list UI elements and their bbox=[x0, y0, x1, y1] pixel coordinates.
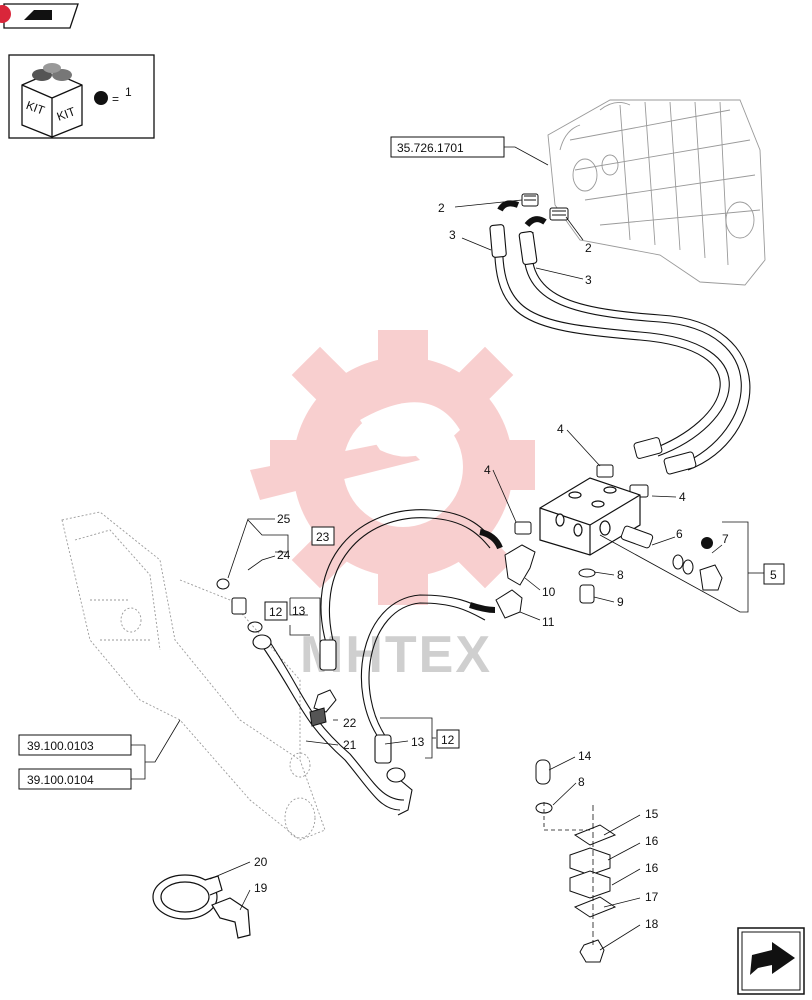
nut-18 bbox=[579, 939, 605, 963]
callout-11: 11 bbox=[542, 615, 555, 629]
elbow-11 bbox=[495, 589, 523, 619]
callout-14: 14 bbox=[578, 749, 592, 763]
back-arrow-icon bbox=[24, 10, 52, 20]
callout-labels: 2 2 3 3 4 4 4 6 7 8 9 10 11 13 13 14 8 1… bbox=[254, 201, 729, 931]
callout-6: 6 bbox=[676, 527, 683, 541]
kit-dot-7-icon bbox=[701, 537, 713, 549]
clamp-half-16a bbox=[569, 847, 611, 876]
hose-end-fittings-right bbox=[633, 437, 697, 475]
callout-10: 10 bbox=[542, 585, 556, 599]
hose-pair-upper bbox=[489, 200, 751, 471]
banjo-fitting-6 bbox=[620, 525, 654, 549]
kit-count: 1 bbox=[125, 85, 132, 99]
boxed-label-12a-text: 12 bbox=[269, 605, 283, 619]
rigid-pipe-21 bbox=[252, 634, 413, 816]
boxed-label-23[interactable]: 23 bbox=[311, 526, 335, 546]
kit-equals: = bbox=[112, 92, 119, 106]
boxed-label-5-text: 5 bbox=[770, 568, 777, 582]
o-rings-7 bbox=[672, 554, 694, 575]
adapter-fitting-2b bbox=[549, 207, 569, 221]
kit-bullet-icon bbox=[94, 91, 108, 105]
plug-7 bbox=[699, 564, 723, 591]
callout-4c: 4 bbox=[679, 490, 686, 504]
callout-18: 18 bbox=[645, 917, 659, 931]
washer-8 bbox=[578, 568, 596, 578]
callout-7: 7 bbox=[722, 532, 729, 546]
clamp-axis-line-2 bbox=[543, 802, 593, 831]
o-ring-25 bbox=[216, 578, 230, 590]
valve-reference-text: 35.726.1701 bbox=[397, 141, 464, 155]
hose-clamp-20 bbox=[152, 874, 223, 920]
callout-21: 21 bbox=[343, 738, 357, 752]
callout-4b: 4 bbox=[484, 463, 491, 477]
clamp-plate-15 bbox=[573, 824, 617, 846]
callout-3a: 3 bbox=[449, 228, 456, 242]
red-marker-icon bbox=[0, 5, 11, 23]
callout-8a: 8 bbox=[617, 568, 624, 582]
kit-label-right: KIT bbox=[55, 104, 78, 124]
boxed-label-12a[interactable]: 12 bbox=[264, 601, 288, 621]
watermark-gear-logo bbox=[250, 330, 535, 605]
callout-2b: 2 bbox=[585, 241, 592, 255]
forward-nav-button[interactable] bbox=[737, 927, 805, 995]
screw-9 bbox=[579, 584, 595, 604]
control-valve-outline bbox=[547, 99, 766, 286]
boom-reference-box-1[interactable]: 39.100.0103 bbox=[18, 734, 132, 756]
forward-arrow-icon bbox=[750, 942, 795, 975]
elbow-10 bbox=[504, 544, 536, 586]
boxed-label-23-text: 23 bbox=[316, 530, 330, 544]
callout-25: 25 bbox=[277, 512, 291, 526]
callout-13b: 13 bbox=[411, 735, 425, 749]
callout-8b: 8 bbox=[578, 775, 585, 789]
callout-4a: 4 bbox=[557, 422, 564, 436]
adapter-fitting-2a bbox=[521, 193, 539, 207]
boom-reference-text-2: 39.100.0104 bbox=[27, 773, 94, 787]
back-nav-button[interactable] bbox=[0, 3, 79, 29]
boxed-label-5[interactable]: 5 bbox=[763, 563, 785, 585]
boxed-label-12b-text: 12 bbox=[441, 733, 455, 747]
callout-2a: 2 bbox=[438, 201, 445, 215]
callout-9: 9 bbox=[617, 595, 624, 609]
callout-20: 20 bbox=[254, 855, 268, 869]
adapter-22 bbox=[309, 689, 337, 727]
kit-legend-box: KIT KIT = 1 bbox=[8, 54, 155, 139]
callout-16b: 16 bbox=[645, 861, 659, 875]
callout-22: 22 bbox=[343, 716, 357, 730]
distribution-block bbox=[539, 477, 641, 556]
callout-17: 17 bbox=[645, 890, 659, 904]
callout-13a: 13 bbox=[292, 604, 306, 618]
bracket-19 bbox=[211, 897, 251, 939]
clamp-bolt-14 bbox=[535, 759, 551, 785]
kit-label-left: KIT bbox=[24, 98, 47, 118]
callout-19: 19 bbox=[254, 881, 268, 895]
kit-box-icon bbox=[21, 63, 83, 138]
boxed-label-12b[interactable]: 12 bbox=[436, 729, 460, 749]
valve-reference-box[interactable]: 35.726.1701 bbox=[390, 136, 549, 166]
boom-reference-text-1: 39.100.0103 bbox=[27, 739, 94, 753]
callout-15: 15 bbox=[645, 807, 659, 821]
clamp-plate-17 bbox=[573, 896, 617, 918]
boom-leader bbox=[131, 719, 181, 780]
fitting-24 bbox=[231, 597, 263, 633]
leader-lines bbox=[209, 199, 764, 951]
boom-outline bbox=[61, 511, 326, 841]
boom-reference-box-2[interactable]: 39.100.0104 bbox=[18, 768, 132, 790]
callout-16a: 16 bbox=[645, 834, 659, 848]
callout-3b: 3 bbox=[585, 273, 592, 287]
callout-24: 24 bbox=[277, 548, 291, 562]
clamp-half-16b bbox=[569, 870, 611, 899]
